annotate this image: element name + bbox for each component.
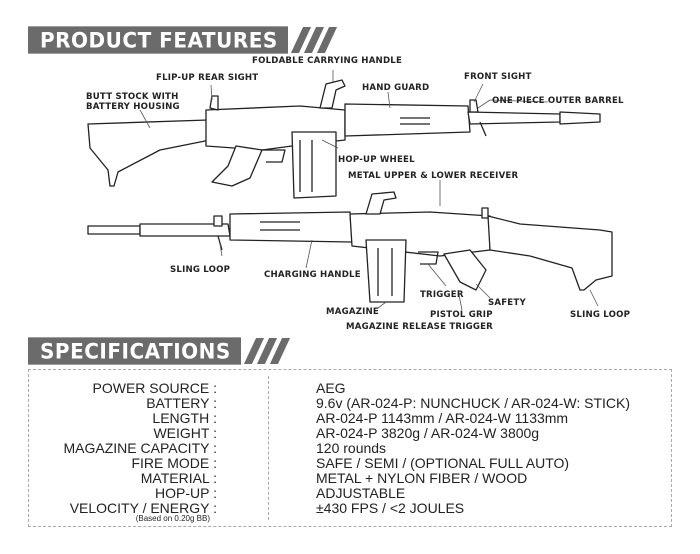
spec-row: POWER SOURCE : AEG [28, 380, 672, 396]
callout-foldable-handle: FOLDABLE CARRYING HANDLE [252, 56, 403, 66]
callout-hop-up-wheel: HOP-UP WHEEL [338, 155, 415, 165]
callout-sling-loop-left: SLING LOOP [170, 265, 231, 275]
specifications-banner: SPECIFICATIONS [28, 337, 290, 365]
callout-mag-release: MAGAZINE RELEASE TRIGGER [346, 322, 493, 332]
callout-pistol-grip: PISTOL GRIP [430, 310, 493, 320]
spec-label: MATERIAL : [140, 470, 217, 486]
specifications-title: SPECIFICATIONS [28, 337, 241, 365]
spec-row: WEIGHT : AR-024-P 3820g / AR-024-W 3800g [28, 425, 672, 441]
callout-butt-stock: BUTT STOCK WITH BATTERY HOUSING [86, 92, 180, 112]
product-features-banner: PRODUCT FEATURES [28, 26, 337, 54]
callout-magazine: MAGAZINE [326, 307, 379, 317]
spec-value: AR-024-P 3820g / AR-024-W 3800g [316, 425, 540, 441]
rifle-top [87, 79, 601, 199]
spec-label: LENGTH : [152, 410, 217, 426]
spec-row: FIRE MODE : SAFE / SEMI / (OPTIONAL FULL… [28, 455, 672, 471]
spec-label: WEIGHT : [153, 425, 217, 441]
rifle-bottom [87, 191, 613, 303]
spec-value: SAFE / SEMI / (OPTIONAL FULL AUTO) [316, 455, 570, 471]
spec-row: MAGAZINE CAPACITY : 120 rounds [28, 440, 672, 456]
spec-label: HOP-UP : [155, 485, 217, 501]
spec-value: 120 rounds [316, 440, 387, 456]
callout-outer-barrel: ONE PIECE OUTER BARREL [492, 96, 624, 106]
spec-value: METAL + NYLON FIBER / WOOD [316, 470, 528, 486]
spec-value: ±430 FPS / <2 JOULES [316, 500, 465, 516]
callout-safety: SAFETY [488, 298, 526, 308]
specs-table [28, 369, 672, 527]
spec-label: FIRE MODE : [131, 455, 217, 471]
banner-stripes [243, 338, 290, 364]
callout-flip-up-sight: FLIP-UP REAR SIGHT [156, 73, 259, 83]
specs-divider [268, 376, 269, 520]
spec-value: AR-024-P 1143mm / AR-024-W 1133mm [316, 410, 569, 426]
velocity-note: (Based on 0.20g BB) [135, 514, 210, 523]
spec-label: VELOCITY / ENERGY : [69, 500, 217, 516]
callout-sling-loop-right: SLING LOOP [570, 310, 631, 320]
spec-label: POWER SOURCE : [92, 380, 217, 396]
spec-row: HOP-UP : ADJUSTABLE [28, 485, 672, 501]
callout-charging-handle: CHARGING HANDLE [264, 270, 361, 280]
spec-value: AEG [316, 380, 346, 396]
leader-lines [139, 70, 599, 311]
spec-row: MATERIAL : METAL + NYLON FIBER / WOOD [28, 470, 672, 486]
product-features-title: PRODUCT FEATURES [28, 26, 288, 54]
callout-front-sight: FRONT SIGHT [464, 72, 532, 82]
spec-label: MAGAZINE CAPACITY : [63, 440, 217, 456]
spec-value: 9.6v (AR-024-P: NUNCHUCK / AR-024-W: STI… [316, 395, 631, 411]
callout-receiver: METAL UPPER & LOWER RECEIVER [348, 171, 519, 181]
spec-label: BATTERY : [146, 395, 217, 411]
spec-row: BATTERY : 9.6v (AR-024-P: NUNCHUCK / AR-… [28, 395, 672, 411]
spec-row: LENGTH : AR-024-P 1143mm / AR-024-W 1133… [28, 410, 672, 426]
callout-trigger: TRIGGER [420, 290, 464, 300]
spec-value: ADJUSTABLE [316, 485, 406, 501]
callout-hand-guard: HAND GUARD [362, 83, 430, 93]
spec-row: VELOCITY / ENERGY : ±430 FPS / <2 JOULES… [28, 500, 672, 523]
